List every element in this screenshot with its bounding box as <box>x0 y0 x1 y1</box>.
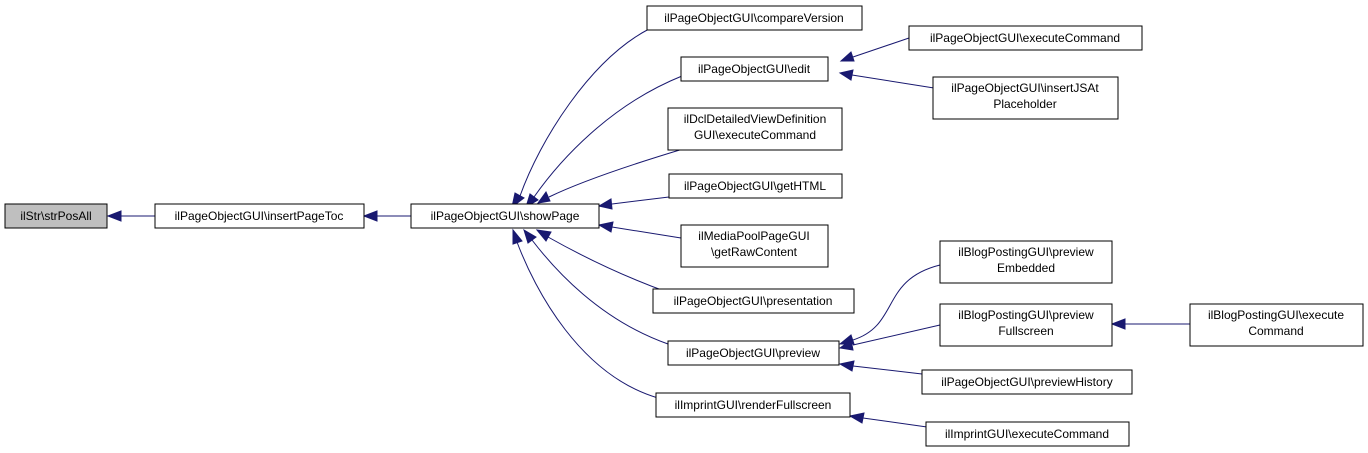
node-label-line-2: Command <box>1248 324 1303 338</box>
arrowhead <box>597 221 614 233</box>
node-label: ilPageObjectGUI\showPage <box>431 209 580 223</box>
node-label-line-1: ilMediaPoolPageGUI <box>698 229 809 243</box>
node-edit-executecommand[interactable]: ilPageObjectGUI\executeCommand <box>908 25 1143 51</box>
node-mediapool-getrawcontent[interactable]: ilMediaPoolPageGUI \getRawContent <box>680 224 829 268</box>
arrowhead <box>838 360 855 372</box>
node-label: ilImprintGUI\executeCommand <box>945 427 1109 441</box>
edge-blogembedded-to-preview <box>852 264 941 341</box>
node-label-line-2: Fullscreen <box>998 324 1053 338</box>
node-label: ilPageObjectGUI\preview <box>686 346 820 360</box>
node-label-line-2: Placeholder <box>993 97 1056 111</box>
nodes: ilStr\strPosAll ilPageObjectGUI\insertPa… <box>4 5 1364 447</box>
node-label: ilStr\strPosAll <box>20 209 91 223</box>
edge-dcl-to-showpage <box>548 148 684 198</box>
node-preview[interactable]: ilPageObjectGUI\preview <box>667 340 840 366</box>
node-label: ilPageObjectGUI\edit <box>698 62 811 76</box>
node-label: ilPageObjectGUI\presentation <box>674 294 833 308</box>
edge-imprintexec-to-imprintrender <box>862 417 928 428</box>
node-label-line-1: ilBlogPostingGUI\execute <box>1208 308 1344 322</box>
node-label-line-2: GUI\executeCommand <box>694 128 816 142</box>
node-label: ilPageObjectGUI\insertPageToc <box>175 209 344 223</box>
arrowhead <box>362 210 378 222</box>
node-previewhistory[interactable]: ilPageObjectGUI\previewHistory <box>921 369 1133 395</box>
edge-gethtml-to-showpage <box>611 196 670 205</box>
edge-compareversion-to-showpage <box>519 28 650 197</box>
arrowhead <box>1110 318 1126 330</box>
node-gethtml[interactable]: ilPageObjectGUI\getHTML <box>668 173 843 199</box>
node-label: ilPageObjectGUI\compareVersion <box>664 11 843 25</box>
arrowhead <box>838 339 854 351</box>
node-label: ilImprintGUI\renderFullscreen <box>675 398 832 412</box>
arrowhead <box>536 191 551 204</box>
arrowhead <box>838 69 854 81</box>
edge-blogfullscreen-to-preview <box>852 324 941 346</box>
node-insertpagetoc[interactable]: ilPageObjectGUI\insertPageToc <box>154 203 365 229</box>
node-edit[interactable]: ilPageObjectGUI\edit <box>680 56 829 82</box>
edge-editexec-to-edit <box>852 37 910 58</box>
node-label-line-2: \getRawContent <box>711 245 798 259</box>
node-label-line-1: ilBlogPostingGUI\preview <box>958 245 1094 259</box>
edge-imprintrender-to-showpage <box>516 241 659 399</box>
node-label: ilPageObjectGUI\getHTML <box>684 179 826 193</box>
node-blog-executecommand[interactable]: ilBlogPostingGUI\execute Command <box>1189 303 1364 347</box>
arrowhead <box>512 228 523 245</box>
node-label-line-1: ilPageObjectGUI\insertJSAt <box>951 81 1099 95</box>
edge-presentation-to-showpage <box>547 236 668 293</box>
node-label: ilPageObjectGUI\executeCommand <box>930 31 1120 45</box>
edge-mediapool-to-showpage <box>611 226 682 239</box>
edge-previewhistory-to-preview <box>852 365 923 375</box>
arrowhead <box>106 210 122 222</box>
arrowhead <box>597 198 613 210</box>
node-label-line-2: Embedded <box>997 261 1055 275</box>
node-label: ilPageObjectGUI\previewHistory <box>941 375 1112 389</box>
arrowhead <box>523 228 537 244</box>
arrowhead <box>848 412 865 424</box>
arrowhead <box>839 51 855 62</box>
node-presentation[interactable]: ilPageObjectGUI\presentation <box>652 288 855 314</box>
arrowhead <box>535 229 552 242</box>
node-imprint-renderfullscreen[interactable]: ilImprintGUI\renderFullscreen <box>655 392 851 418</box>
edge-edit-to-showpage <box>533 75 683 198</box>
node-compareversion[interactable]: ilPageObjectGUI\compareVersion <box>646 5 863 31</box>
node-insertjsatplaceholder[interactable]: ilPageObjectGUI\insertJSAt Placeholder <box>932 76 1119 120</box>
edge-insertjs-to-edit <box>851 74 935 89</box>
node-blog-previewfullscreen[interactable]: ilBlogPostingGUI\preview Fullscreen <box>939 303 1113 347</box>
node-label-line-1: ilBlogPostingGUI\preview <box>958 308 1094 322</box>
node-blog-previewembedded[interactable]: ilBlogPostingGUI\preview Embedded <box>939 240 1113 284</box>
node-dcl-executecommand[interactable]: ilDclDetailedViewDefinition GUI\executeC… <box>667 107 843 151</box>
node-imprint-executecommand[interactable]: ilImprintGUI\executeCommand <box>925 421 1130 447</box>
node-label-line-1: ilDclDetailedViewDefinition <box>684 112 827 126</box>
node-strposall[interactable]: ilStr\strPosAll <box>4 203 108 229</box>
node-showpage[interactable]: ilPageObjectGUI\showPage <box>410 203 600 229</box>
edge-preview-to-showpage <box>531 239 669 345</box>
